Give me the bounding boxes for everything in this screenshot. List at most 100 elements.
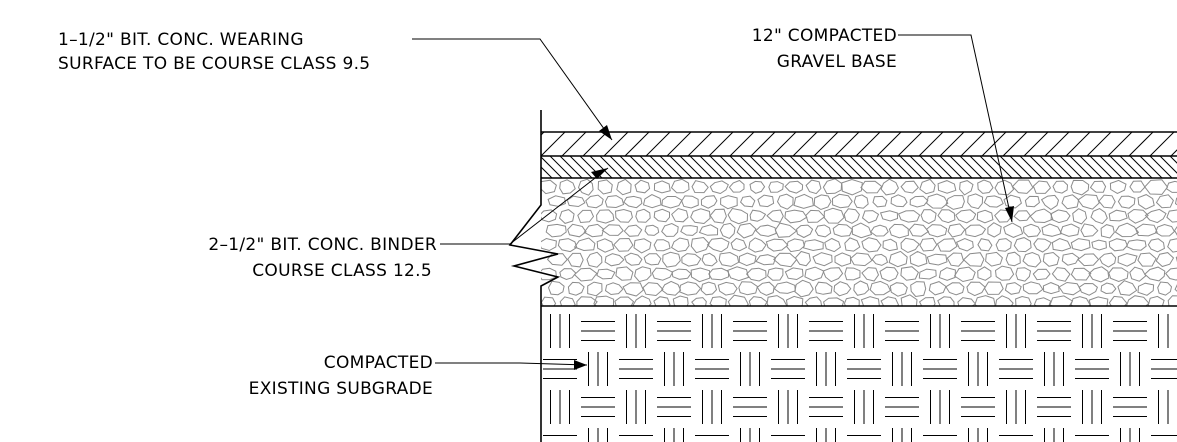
arrowhead-subgrade xyxy=(574,360,587,370)
hatch-line xyxy=(809,156,833,178)
gravel-stone xyxy=(749,209,767,222)
gravel-stone xyxy=(1089,180,1107,193)
gravel-stone xyxy=(814,224,832,238)
gravel-stone xyxy=(849,252,873,267)
hatch-line xyxy=(666,132,692,156)
gravel-stone xyxy=(841,178,863,196)
gravel-stone xyxy=(946,252,965,267)
gravel-stone xyxy=(813,194,832,211)
gravel-stone xyxy=(773,281,796,294)
gravel-stone xyxy=(796,224,814,239)
subgrade-basket-weave xyxy=(543,314,1177,442)
hatch-line xyxy=(1099,156,1123,178)
gravel-stone xyxy=(632,295,652,306)
gravel-stone xyxy=(900,237,920,254)
hatch-line xyxy=(649,156,673,178)
hatch-line xyxy=(989,156,1013,178)
hatch-line xyxy=(689,156,713,178)
gravel-stone xyxy=(1050,209,1071,224)
hatch-line xyxy=(981,132,1007,156)
hatch-line xyxy=(729,156,753,178)
hatch-line xyxy=(659,156,683,178)
gravel-stone xyxy=(937,296,955,306)
gravel-stone xyxy=(920,209,937,225)
hatch-line xyxy=(1044,132,1070,156)
gravel-stone xyxy=(1167,238,1177,253)
gravel-stone xyxy=(690,236,710,254)
gravel-stone xyxy=(900,294,918,306)
label-subgrade-line1: COMPACTED xyxy=(324,353,433,373)
gravel-stone xyxy=(1070,267,1092,281)
gravel-stone xyxy=(909,250,928,267)
hatch-line xyxy=(1159,156,1177,174)
gravel-stone xyxy=(1129,180,1146,193)
hatch-line xyxy=(1023,132,1049,156)
gravel-stone xyxy=(861,210,880,224)
gravel-stone xyxy=(1135,223,1158,237)
gravel-stone xyxy=(545,223,567,238)
gravel-stone xyxy=(983,281,1004,295)
arrowhead-wearing xyxy=(599,125,612,140)
gravel-stone xyxy=(670,237,690,253)
hatch-line xyxy=(1169,156,1177,164)
gravel-stone xyxy=(955,209,977,224)
hatch-line xyxy=(759,156,783,178)
gravel-stone xyxy=(1052,180,1069,194)
gravel-stone xyxy=(719,222,736,239)
gravel-stone xyxy=(661,196,683,209)
gravel-stone xyxy=(634,266,652,283)
gravel-stone xyxy=(585,194,604,209)
gravel-stone xyxy=(1077,194,1100,210)
gravel-stone xyxy=(785,295,804,306)
gravel-stone xyxy=(793,193,814,209)
gravel-stone xyxy=(670,178,690,194)
gravel-stone xyxy=(547,195,566,207)
gravel-stone xyxy=(1088,266,1110,283)
hatch-line xyxy=(582,132,608,156)
gravel-stone xyxy=(567,252,584,268)
hatch-line xyxy=(679,156,703,178)
leader-binder xyxy=(440,167,609,245)
hatch-line xyxy=(687,132,713,156)
gravel-stone xyxy=(909,195,929,208)
gravel-stone xyxy=(824,237,841,253)
gravel-stone xyxy=(766,295,788,306)
hatch-line xyxy=(1065,132,1091,156)
gravel-stone xyxy=(708,267,730,281)
gravel-stone xyxy=(709,208,727,224)
gravel-stone xyxy=(701,252,718,267)
gravel-stone xyxy=(1155,252,1175,268)
gravel-stone xyxy=(546,253,568,266)
hatch-line xyxy=(750,132,776,156)
gravel-stone xyxy=(653,296,671,306)
gravel-stone xyxy=(1061,252,1080,266)
gravel-stone xyxy=(1125,295,1150,306)
hatch-line xyxy=(813,132,839,156)
gravel-stone xyxy=(1013,237,1032,253)
gravel-stone xyxy=(957,297,977,306)
gravel-stone xyxy=(910,281,927,298)
break-line xyxy=(508,178,561,306)
gravel-stone xyxy=(1090,208,1108,225)
gravel-stone xyxy=(985,251,1003,267)
gravel-stone xyxy=(1059,223,1080,237)
gravel-stone xyxy=(700,281,718,296)
gravel-stone xyxy=(853,194,869,209)
gravel-stone xyxy=(671,207,689,223)
hatch-line xyxy=(541,156,563,178)
gravel-stone xyxy=(860,296,880,306)
gravel-stone xyxy=(614,208,633,223)
gravel-stone xyxy=(860,180,883,194)
gravel-stone xyxy=(1144,266,1166,282)
gravel-stone xyxy=(613,237,634,252)
gravel-stone xyxy=(938,267,956,281)
gravel-stone xyxy=(928,281,947,296)
gravel-stone xyxy=(1022,281,1044,295)
label-binder-line1: 2–1/2" BIT. CONC. BINDER xyxy=(208,235,437,255)
gravel-stone xyxy=(1033,238,1052,253)
hatch-line xyxy=(1170,149,1177,156)
gravel-stone xyxy=(765,238,789,252)
gravel-stone xyxy=(776,193,794,210)
gravel-stone xyxy=(1003,194,1022,209)
gravel-stone xyxy=(994,265,1015,281)
